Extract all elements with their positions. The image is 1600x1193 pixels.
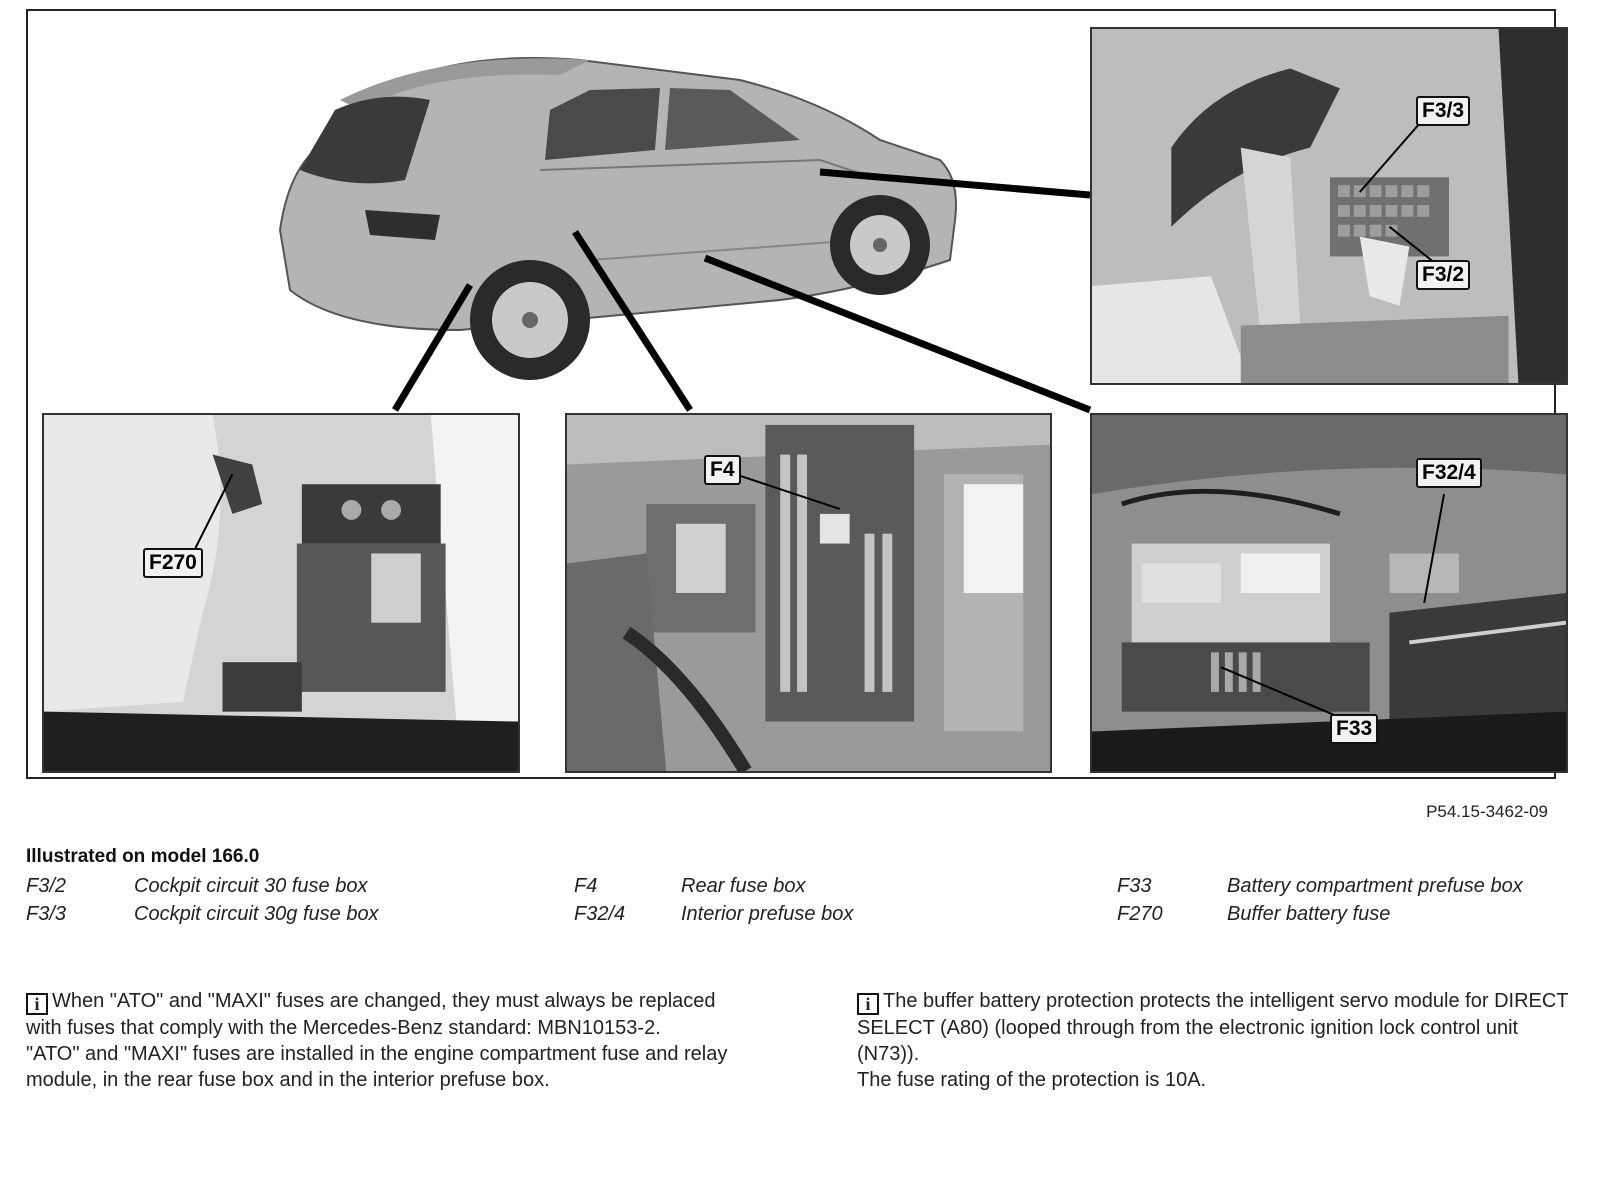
legend-code: F32/4 <box>574 903 626 925</box>
legend-code: F270 <box>1117 903 1163 925</box>
callout-f3-3: F3/3 <box>1416 96 1471 126</box>
car-illustration <box>260 30 980 390</box>
callout-f32-4: F32/4 <box>1416 458 1482 488</box>
legend-desc: Rear fuse box <box>681 875 806 897</box>
note-text: "ATO" and "MAXI" fuses are installed in … <box>26 1043 728 1091</box>
legend-code: F33 <box>1117 875 1152 897</box>
note-text: The fuse rating of the protection is 10A… <box>857 1069 1207 1091</box>
figure-code: P54.15-3462-09 <box>1426 802 1548 821</box>
photo-buffer-battery <box>42 413 520 773</box>
legend-code: F3/2 <box>26 875 67 897</box>
legend-desc: Buffer battery fuse <box>1227 903 1391 925</box>
callout-f33: F33 <box>1330 714 1379 744</box>
photo-battery-compartment <box>1090 413 1568 773</box>
legend-desc: Cockpit circuit 30 fuse box <box>134 875 368 897</box>
callout-f3-2: F3/2 <box>1416 260 1471 290</box>
note-text: When "ATO" and "MAXI" fuses are changed,… <box>26 990 716 1039</box>
legend-desc: Cockpit circuit 30g fuse box <box>134 903 379 925</box>
note-text: The buffer battery protection protects t… <box>857 990 1569 1065</box>
info-icon: i <box>857 993 879 1015</box>
legend-desc: Battery compartment prefuse box <box>1227 875 1523 897</box>
photo-rear-fuse-box <box>565 413 1052 773</box>
legend-code: F3/3 <box>26 903 67 925</box>
legend-code: F4 <box>574 875 598 897</box>
info-icon: i <box>26 993 48 1015</box>
callout-f270: F270 <box>143 548 203 578</box>
legend-desc: Interior prefuse box <box>681 903 854 925</box>
legend-title: Illustrated on model 166.0 <box>26 846 260 867</box>
leader-lines <box>391 168 1092 414</box>
callout-f4: F4 <box>704 455 741 485</box>
photo-cockpit-fuse-box <box>1090 27 1568 385</box>
